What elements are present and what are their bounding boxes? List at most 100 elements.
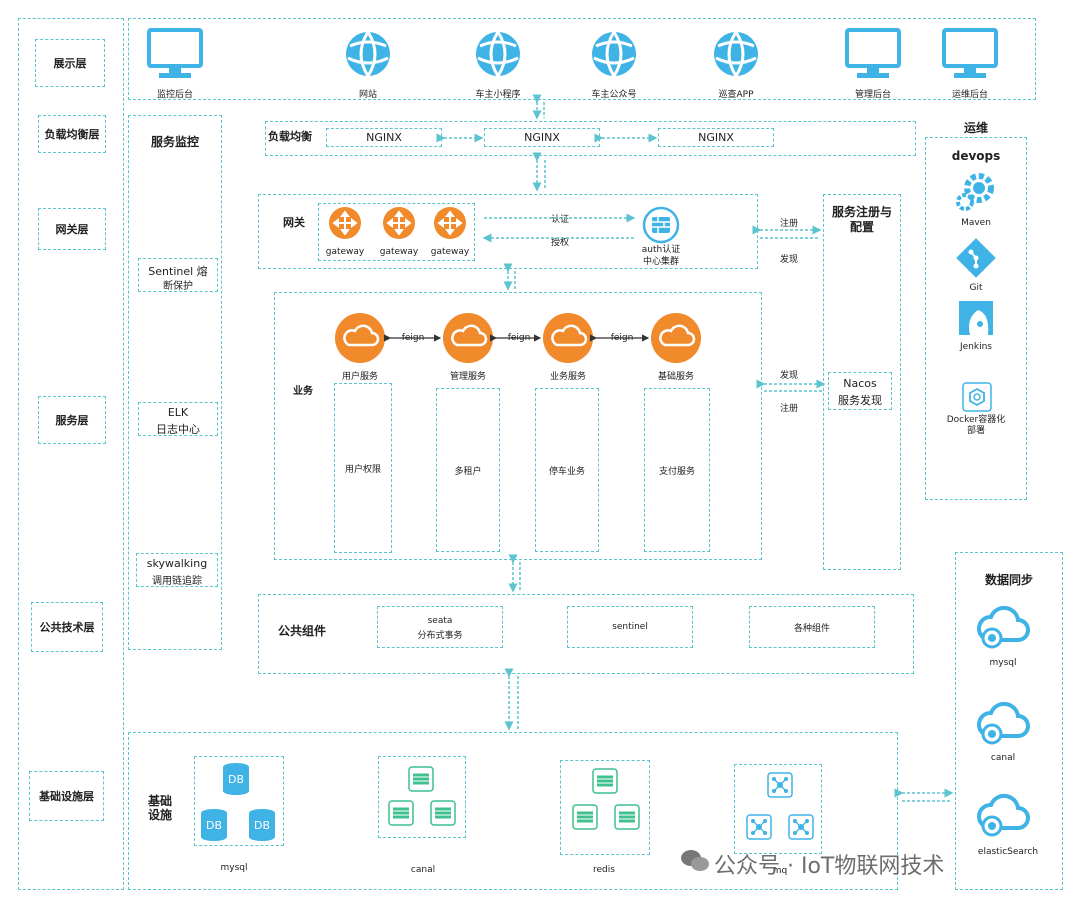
infra-item-label: redis	[593, 865, 615, 875]
service-name: 基础服务	[657, 372, 694, 382]
service-name: 业务服务	[549, 372, 586, 382]
gateway-node-label: gateway	[325, 247, 365, 257]
display-item-label: 巡查APP	[718, 90, 754, 100]
db-label: DB	[253, 819, 271, 832]
infra-item-label: mysql	[220, 863, 248, 873]
service-module: 停车业务	[535, 388, 599, 552]
ops-tool-label: 部署	[966, 426, 985, 436]
register-label: 注册	[779, 219, 798, 229]
sync-item-label: elasticSearch	[977, 847, 1039, 857]
layer-column	[18, 18, 124, 890]
sentinel-line2: 断保护	[163, 281, 193, 292]
nacos-line1: Nacos	[843, 377, 877, 390]
seata-line2: 分布式事务	[417, 631, 463, 641]
registry-title-line2: 配置	[849, 220, 874, 234]
gateway-router-icon	[434, 207, 466, 239]
globe-icon	[714, 31, 758, 77]
globe-icon	[346, 31, 390, 77]
infra-item-label: mq	[772, 866, 788, 876]
wechat-icon	[681, 850, 709, 871]
globe-icon	[592, 31, 636, 77]
monitor-icon	[845, 28, 901, 78]
cloud-service-icon	[335, 313, 385, 363]
elk-box	[138, 402, 218, 436]
stack-icon	[388, 800, 414, 826]
ops-tool-label: Docker容器化	[946, 415, 1006, 425]
gateway-router-icon	[383, 207, 415, 239]
mq-group	[734, 764, 822, 854]
sync-item-label: mysql	[989, 658, 1017, 668]
infra-item-label: canal	[410, 865, 436, 875]
auth-center-line2: 中心集群	[642, 257, 679, 267]
db-label: DB	[205, 819, 223, 832]
nacos-line2: 服务发现	[838, 394, 882, 407]
sky-line2: 调用链追踪	[152, 576, 202, 587]
sentinel-component: sentinel	[567, 606, 693, 648]
cloud-sync-icon	[977, 701, 1030, 745]
display-item-label: 管理后台	[854, 90, 891, 100]
monitor-frame	[128, 115, 222, 650]
nginx-node: NGINX	[658, 128, 774, 147]
gateway-cluster	[318, 203, 475, 261]
mysql-group	[194, 756, 284, 846]
auth-arrow-label: 认证	[550, 215, 569, 225]
devops-title: devops	[951, 149, 1001, 163]
layer-display: 展示层	[35, 39, 105, 87]
redis-group	[560, 760, 650, 855]
display-item-label: 车主公众号	[591, 90, 637, 100]
display-frame	[128, 18, 1036, 100]
stack-icon	[572, 804, 598, 830]
docker-icon	[962, 382, 992, 412]
layer-gateway: 网关层	[38, 208, 106, 250]
ops-title: 运维	[963, 121, 988, 135]
canal-group	[378, 756, 466, 838]
monitor-icon	[147, 28, 203, 78]
sync-frame	[955, 552, 1063, 890]
service-module: 多租户	[436, 388, 500, 552]
ops-tool-label: Jenkins	[959, 342, 992, 352]
register-label-2: 注册	[779, 404, 798, 414]
infra-title-line1: 基础	[147, 794, 172, 808]
business-title: 业务	[293, 386, 313, 397]
ops-frame	[925, 137, 1027, 500]
seata-line1: seata	[427, 616, 453, 626]
git-icon	[956, 238, 996, 278]
elk-line1: ELK	[167, 406, 189, 419]
cloud-service-icon	[651, 313, 701, 363]
sky-line1: skywalking	[146, 557, 208, 570]
globe-icon	[476, 31, 520, 77]
display-item-label: 监控后台	[156, 90, 193, 100]
stack-icon	[592, 768, 618, 794]
database-icon	[223, 763, 249, 795]
nacos-box	[828, 372, 892, 410]
sync-item-label: canal	[990, 753, 1016, 763]
gateway-title: 网关	[283, 216, 305, 229]
jenkins-icon	[959, 301, 993, 335]
registry-title-line1: 服务注册与	[831, 205, 892, 219]
monitor-icon	[942, 28, 998, 78]
infra-frame	[128, 732, 898, 890]
db-label: DB	[227, 773, 245, 786]
service-name: 用户服务	[341, 372, 378, 382]
watermark-text: 公众号 · IoT物联网技术	[714, 854, 945, 879]
discover-label-2: 发现	[779, 371, 798, 381]
service-module: 用户权限	[334, 383, 392, 553]
monitor-title: 服务监控	[150, 135, 199, 149]
database-icon	[201, 809, 227, 841]
layer-lb: 负载均衡层	[38, 115, 106, 153]
cloud-sync-icon	[977, 793, 1030, 837]
network-hub-icon	[746, 814, 772, 840]
layer-service: 服务层	[38, 396, 106, 444]
display-item-label: 网站	[358, 90, 377, 100]
common-frame	[258, 594, 914, 674]
business-frame	[274, 292, 762, 560]
common-title: 公共组件	[277, 624, 326, 638]
cloud-sync-icon	[977, 605, 1030, 649]
discover-label: 发现	[779, 255, 798, 265]
lb-frame	[265, 121, 916, 156]
lb-title: 负载均衡	[268, 130, 312, 143]
ops-tool-label: Git	[969, 283, 983, 293]
sentinel-line1: Sentinel 熔	[148, 265, 208, 278]
auth-center-line1: auth认证	[641, 245, 681, 255]
